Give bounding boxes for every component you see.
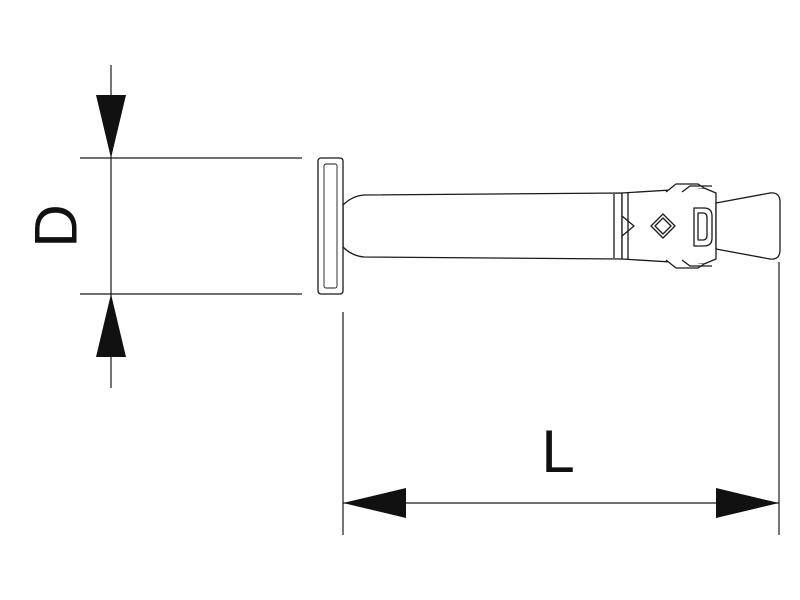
sleeve-slot-inner bbox=[697, 212, 708, 241]
sleeve-clip-bottom bbox=[665, 259, 712, 269]
d-label: D bbox=[23, 204, 90, 247]
l-arrow-left bbox=[343, 488, 406, 518]
flange-head-inner bbox=[323, 163, 338, 289]
bolt-shaft bbox=[342, 192, 623, 260]
cone-nut bbox=[715, 192, 781, 260]
dimension-l bbox=[342, 262, 780, 535]
d-arrow-bottom bbox=[96, 294, 126, 357]
sleeve-diamond-mark-inner bbox=[654, 217, 672, 235]
l-arrow-right bbox=[716, 488, 779, 518]
sleeve-clip-top bbox=[665, 183, 712, 193]
sleeve-chevron-mark bbox=[621, 215, 635, 237]
d-arrow-top bbox=[96, 95, 126, 158]
flange-head bbox=[317, 157, 344, 295]
l-label: L bbox=[541, 418, 574, 485]
anchor-bolt bbox=[317, 157, 781, 295]
